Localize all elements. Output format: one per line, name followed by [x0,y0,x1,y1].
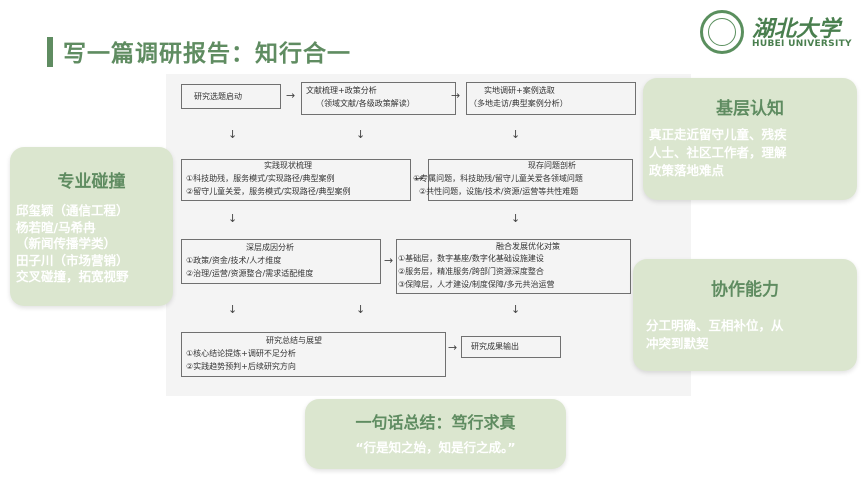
card-title: 基层认知 [716,99,784,119]
summary-quote: “行是知之始，知是行之成。” [355,440,516,455]
card-line: 政策落地难点 [649,163,725,178]
flow-box-literature [301,82,456,115]
card-grassroots: 基层认知 真正走近留守儿童、残疾 人士、社区工作者，理解 政策落地难点 [643,78,857,200]
card-title: 协作能力 [711,280,779,300]
arrow-down-icon: ↓ [511,212,521,225]
flow-text: 文献梳理+政策分析 [306,86,377,95]
card-line: 杨若暄/马希冉 [16,219,96,235]
flow-text: ①科技助残，服务模式/实现路径/典型案例 [186,174,335,183]
card-line: 真正走近留守儿童、残疾 [649,127,787,142]
arrow-down-icon: ↓ [511,128,521,141]
arrow-down-icon: ↓ [356,128,366,141]
card-summary: 一句话总结：笃行求真 “行是知之始，知是行之成。” [305,399,566,469]
card-professional: 专业碰撞 邱玺颖（通信工程） 杨若暄/马希冉 （新闻传播学类） 田子川（市场营销… [10,147,173,306]
arrow-down-icon: ↓ [228,128,238,141]
flow-box-problems [428,159,633,201]
flow-text: 实践现状梳理 [264,161,312,170]
flow-text: ②治理/运营/资源整合/需求适配维度 [186,269,314,278]
card-line: （新闻传播学类） [16,236,117,251]
card-collaboration: 协作能力 分工明确、互相补位，从 冲突到默契 [633,259,857,371]
university-logo-en: HUBEI UNIVERSITY [752,39,852,49]
flow-text: （领域文献/各级政策解读） [316,99,415,108]
arrow-down-icon: ↓ [356,303,366,316]
flow-text: 融合发展优化对策 [496,242,560,251]
arrow-right-icon: → [448,341,458,354]
flow-text: 研究成果输出 [471,342,519,351]
flow-text: ②实践趋势预判+后续研究方向 [186,362,296,371]
arrow-right-icon: → [414,172,424,185]
flow-box-causes [181,239,381,284]
flow-text: 实地调研+案例选取 [484,86,555,95]
card-body: 分工明确、互相补位，从 冲突到默契 [646,317,784,353]
flow-text: ①基础层，数字基座/数字化基础设施建设 [398,254,544,263]
flow-box-current-status [181,159,411,201]
arrow-down-icon: ↓ [228,212,238,225]
card-line: 交叉碰撞，拓宽视野 [16,269,129,284]
card-line: 田子川（市场营销） [16,252,129,268]
card-line: 邱玺颖（通信工程） [16,203,129,218]
flow-box-fieldwork [466,82,636,115]
flow-text: ③保障层，人才建设/制度保障/多元共治运营 [398,280,555,289]
page-title: 写一篇调研报告：知行合一 [63,41,351,67]
flow-box-output [461,336,561,358]
title-accent-bar [47,37,53,67]
arrow-right-icon: → [286,89,296,102]
university-seal-icon [700,10,744,54]
flow-box-topic-start [181,84,281,109]
card-line: 分工明确、互相补位，从 [646,318,784,333]
flow-text: ②留守儿童关爱，服务模式/实现路径/典型案例 [186,187,351,196]
card-title: 专业碰撞 [57,172,126,192]
flow-text: ①政策/资金/技术/人才维度 [186,256,282,265]
flow-text: 研究选题启动 [194,92,242,101]
flow-box-countermeasures [396,239,631,294]
flow-text: 深层成因分析 [246,243,294,252]
card-body: 邱玺颖（通信工程） 杨若暄/马希冉 （新闻传播学类） 田子川（市场营销） 交叉碰… [16,203,129,286]
flow-text: ②服务层，精准服务/跨部门资源深度整合 [398,267,544,276]
card-line: 人士、社区工作者，理解 [649,145,787,160]
university-logo-cn: 湖北大学 [752,16,841,42]
arrow-right-icon: → [451,89,461,102]
flow-text: ①核心结论提炼+调研不足分析 [186,349,296,358]
arrow-down-icon: ↓ [228,303,238,316]
flow-text: ①专属问题，科技助残/留守儿童关爱各领域问题 [413,174,583,183]
flow-text: （多地走访/典型案例分析） [469,99,568,108]
flow-text: 研究总结与展望 [266,336,322,345]
flow-box-conclusion [181,332,446,377]
research-flowchart: 研究选题启动 → 文献梳理+政策分析 （领域文献/各级政策解读） → 实地调研+… [166,74,691,396]
card-body: 真正走近留守儿童、残疾 人士、社区工作者，理解 政策落地难点 [649,126,787,180]
card-line: 冲突到默契 [646,336,709,351]
flow-text: ②共性问题，设施/技术/资源/运营等共性难题 [419,187,579,196]
arrow-down-icon: ↓ [511,303,521,316]
card-title: 一句话总结：笃行求真 [355,413,516,432]
flow-text: 现存问题剖析 [528,161,576,170]
arrow-right-icon: → [384,254,394,267]
